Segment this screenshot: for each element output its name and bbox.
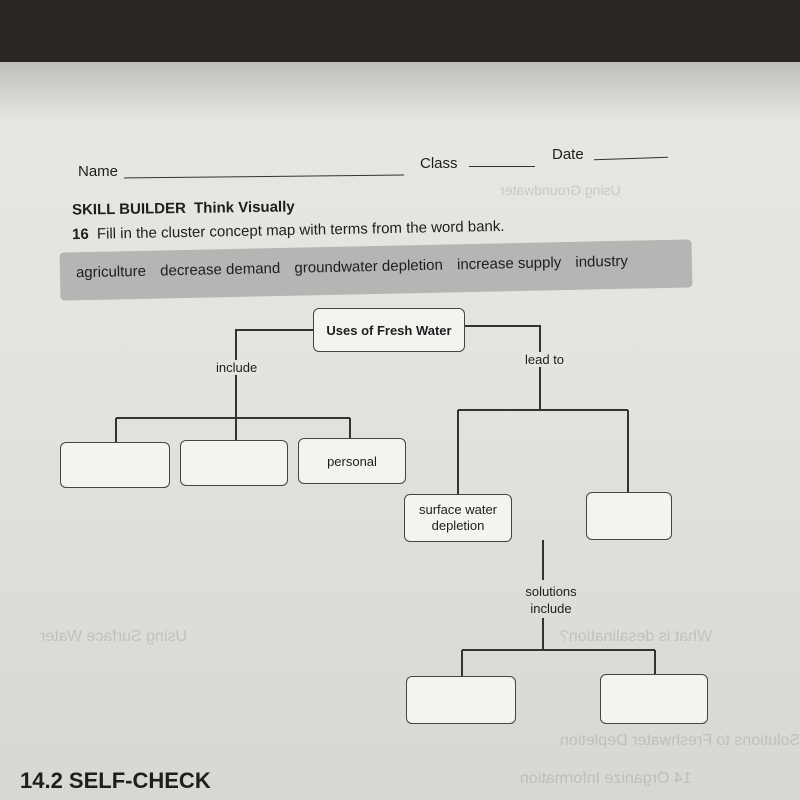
include-link-label: include (214, 360, 260, 375)
lead-to-box-surface-water-depletion: surface water depletion (404, 494, 512, 542)
solution-answer-box-1[interactable] (406, 676, 516, 724)
class-field[interactable] (469, 166, 535, 167)
include-answer-box-1[interactable] (60, 442, 170, 488)
concept-root-box: Uses of Fresh Water (313, 308, 465, 352)
include-answer-box-2[interactable] (180, 440, 288, 486)
class-label: Class (420, 155, 458, 172)
page-shadow (0, 62, 800, 122)
include-box-personal: personal (298, 438, 406, 484)
lead-to-answer-box[interactable] (586, 492, 672, 540)
date-label: Date (552, 146, 584, 163)
solution-answer-box-2[interactable] (600, 674, 708, 724)
solutions-include-label: solutions include (525, 584, 577, 616)
section-title: 14.2 SELF-CHECK (20, 768, 211, 793)
lead-to-link-label: lead to (523, 352, 567, 367)
name-label: Name (78, 163, 119, 180)
